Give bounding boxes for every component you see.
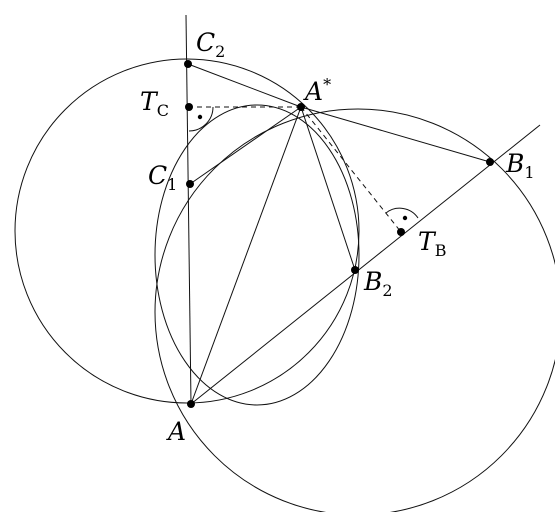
label-TB: TB	[418, 227, 446, 260]
segment-Astar-B2	[300, 106, 356, 271]
point-A	[187, 400, 195, 408]
label-TC: TC	[140, 87, 169, 120]
point-TC	[185, 103, 193, 111]
point-TB	[397, 228, 405, 236]
label-B1: B1	[505, 149, 535, 182]
circle-inner	[154, 104, 360, 406]
right-angle-dot-TC	[197, 114, 203, 120]
point-C1	[186, 180, 194, 188]
label-C2: C2	[196, 28, 225, 61]
label-C1: C1	[148, 161, 177, 194]
point-A-star	[297, 103, 305, 111]
segment-A-Astar	[190, 106, 302, 405]
perpendicular-Astar-TB	[300, 106, 402, 233]
point-B2	[351, 266, 359, 274]
label-B2: B2	[363, 267, 393, 300]
label-A: A	[166, 417, 186, 446]
segment-C1-Astar	[189, 106, 302, 185]
right-angle-mark-TB	[385, 207, 419, 219]
circle-right	[154, 108, 555, 512]
line-A-B1	[190, 124, 541, 405]
right-angle-dot-TB	[402, 215, 408, 221]
label-A-star: A*	[303, 75, 331, 106]
point-B1	[486, 158, 494, 166]
segment-Astar-B1	[300, 106, 491, 163]
segment-C2-Astar	[187, 63, 302, 108]
line-A-C2	[185, 14, 192, 405]
point-C2	[184, 60, 192, 68]
right-angle-mark-TC	[188, 106, 214, 132]
